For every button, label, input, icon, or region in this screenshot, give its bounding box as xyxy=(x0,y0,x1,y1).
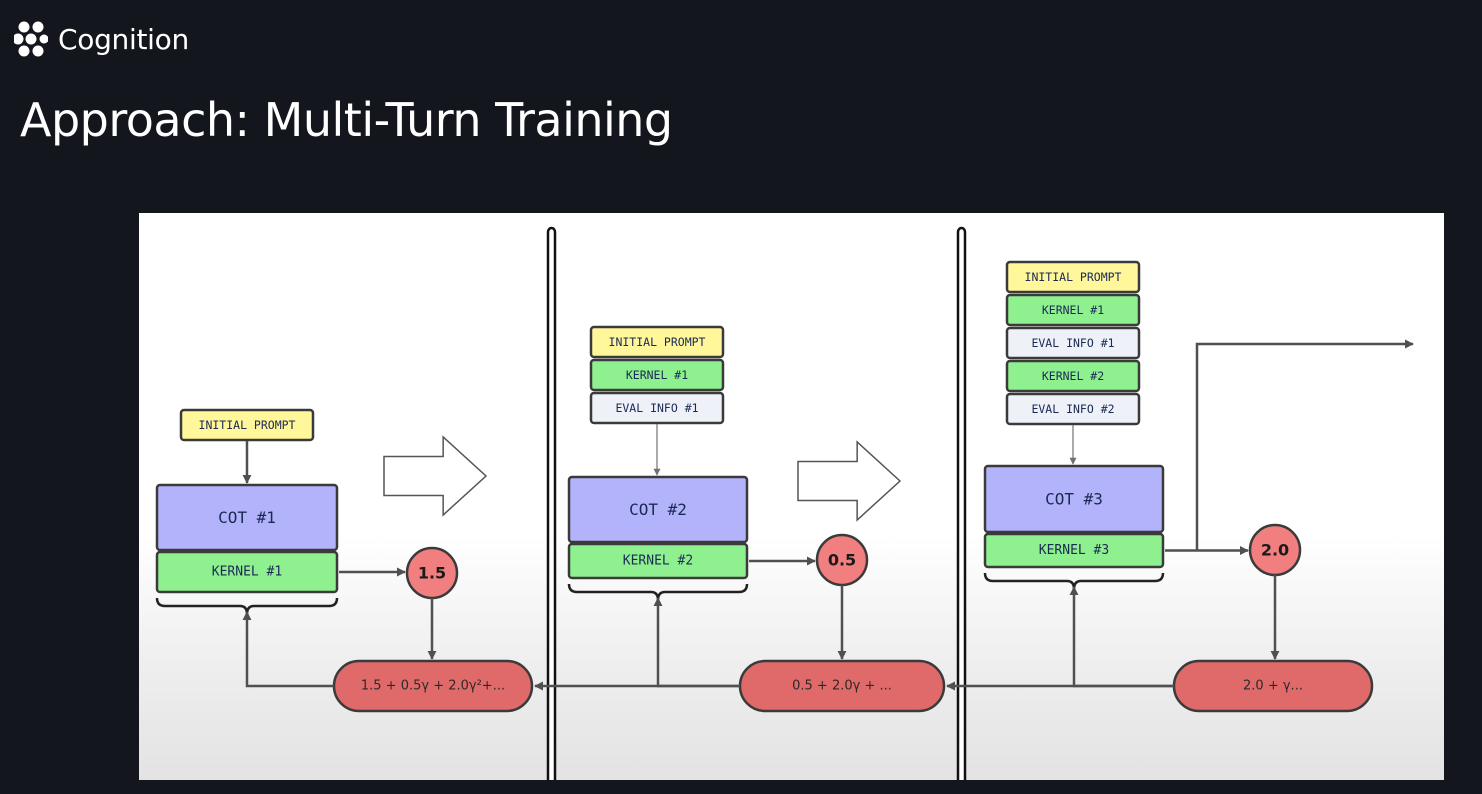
turn1-output-brace xyxy=(155,597,339,615)
turn3-context-item-2 xyxy=(1005,293,1141,327)
turn2-cot-box-label: COT #2 xyxy=(629,500,687,519)
turn2-context-item-1 xyxy=(589,325,725,359)
turn3-context-item-2-label: KERNEL #1 xyxy=(1042,303,1104,317)
brand: Cognition xyxy=(14,20,189,58)
turn2-context-item-2-label: KERNEL #1 xyxy=(626,368,688,382)
turn1-transition-arrow xyxy=(383,435,488,517)
turn2-context-item-3-label: EVAL INFO #1 xyxy=(615,401,698,415)
page-title: Approach: Multi-Turn Training xyxy=(20,93,673,147)
turn-separator-1 xyxy=(546,226,557,780)
turn3-context-item-1 xyxy=(1005,260,1141,294)
turn1-kernel-box-label: KERNEL #1 xyxy=(212,565,282,580)
turn3-context-item-1-label: INITIAL PROMPT xyxy=(1025,270,1122,284)
turn1-feedback-arrow xyxy=(242,611,334,688)
multi-turn-training-diagram: INITIAL PROMPT COT #1 KERNEL #1 1.5 1.5 + 0.… xyxy=(155,226,1414,780)
turn2-context-item-1-label: INITIAL PROMPT xyxy=(609,335,706,349)
turn2-output-brace xyxy=(567,583,749,601)
turn1-return-value: 1.5 + 0.5γ + 2.0γ²+... xyxy=(361,679,505,694)
turn3-kernel-box xyxy=(983,532,1165,569)
turn3-reward-value: 2.0 xyxy=(1261,541,1289,560)
turn2-kernel-box-label: KERNEL #2 xyxy=(623,554,693,569)
turn2-transition-arrow xyxy=(797,440,902,522)
turn2-reward-value: 0.5 xyxy=(828,551,856,570)
turn1-context-item-1 xyxy=(179,408,315,442)
continuation-arrow xyxy=(1195,339,1414,551)
turn2-cot-box xyxy=(567,475,749,544)
turn3-context-item-3-label: EVAL INFO #1 xyxy=(1031,336,1114,350)
turn-separator-2 xyxy=(956,226,967,780)
hexagon-cluster-icon xyxy=(14,21,48,57)
turn3-cot-box-label: COT #3 xyxy=(1045,490,1103,509)
turn2-kernel-box xyxy=(567,542,749,580)
turn3-kernel-box-label: KERNEL #3 xyxy=(1039,543,1109,558)
turn1-cot-box xyxy=(155,483,339,552)
turn3-context-item-4-label: KERNEL #2 xyxy=(1042,369,1104,383)
brand-name: Cognition xyxy=(58,22,189,56)
turn2-feedback-arrow xyxy=(653,597,740,688)
turn1-reward-value: 1.5 xyxy=(418,564,446,583)
turn3-context-item-4 xyxy=(1005,359,1141,393)
turn3-return-value: 2.0 + γ... xyxy=(1243,679,1303,694)
turn3-context-item-3 xyxy=(1005,326,1141,360)
turn1-context-item-1-label: INITIAL PROMPT xyxy=(199,418,296,432)
turn2-context-item-2 xyxy=(589,358,725,392)
turn3-context-item-5 xyxy=(1005,392,1141,426)
turn1-kernel-box xyxy=(155,550,339,594)
turn3-feedback-arrow xyxy=(1069,586,1174,688)
turn3-output-brace xyxy=(983,572,1165,590)
turn2-return-value: 0.5 + 2.0γ + ... xyxy=(792,679,892,694)
diagram-panel: INITIAL PROMPT COT #1 KERNEL #1 1.5 1.5 + 0.… xyxy=(139,213,1444,780)
turn3-context-item-5-label: EVAL INFO #2 xyxy=(1031,402,1114,416)
turn1-cot-box-label: COT #1 xyxy=(218,508,276,527)
turn2-context-item-3 xyxy=(589,391,725,425)
turn3-cot-box xyxy=(983,464,1165,534)
